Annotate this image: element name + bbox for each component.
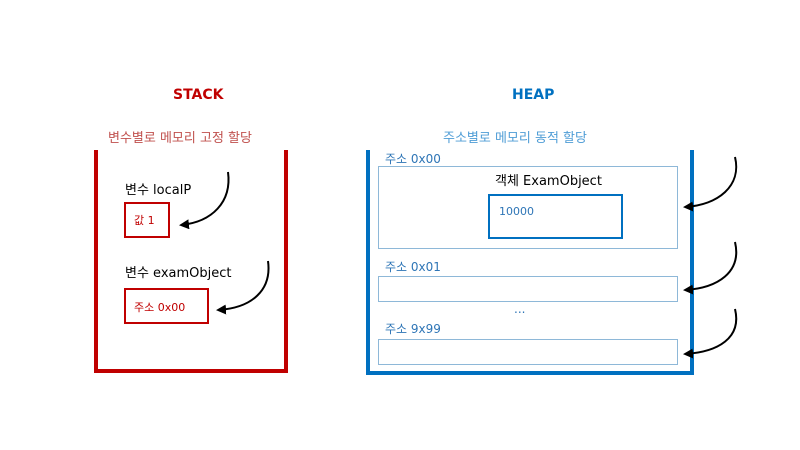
arrow-to-localp-value: [179, 171, 230, 230]
variable-localp-value-box: 값 1: [124, 202, 170, 238]
heap-memory-slot: [378, 339, 678, 365]
heap-object-value-box: 10000: [488, 194, 623, 239]
stack-title: STACK: [173, 87, 224, 103]
arrow-to-heap-slot-1: [683, 241, 738, 295]
stack-subtitle: 변수별로 메모리 고정 할당: [108, 131, 252, 146]
variable-localp-label: 변수 localP: [125, 183, 192, 198]
variable-examobject-label: 변수 examObject: [125, 266, 232, 281]
stack-container: [94, 150, 288, 373]
heap-memory-slot: [378, 276, 678, 302]
arrow-to-heap-slot-2: [683, 308, 738, 359]
arrow-to-heap-slot-0: [683, 156, 738, 212]
heap-memory-slot: [378, 166, 678, 249]
heap-subtitle: 주소별로 메모리 동적 할당: [443, 131, 587, 146]
heap-container: [366, 150, 694, 375]
heap-address-label: 주소 0x01: [385, 260, 441, 274]
heap-address-label: 주소 9x99: [385, 322, 441, 336]
heap-ellipsis: ...: [514, 302, 526, 316]
heap-object-label: 객체 ExamObject: [495, 174, 602, 189]
arrow-to-examobject-address: [216, 260, 270, 315]
heap-title: HEAP: [512, 87, 555, 103]
variable-examobject-address-box: 주소 0x00: [124, 288, 209, 324]
heap-address-label: 주소 0x00: [385, 152, 441, 166]
